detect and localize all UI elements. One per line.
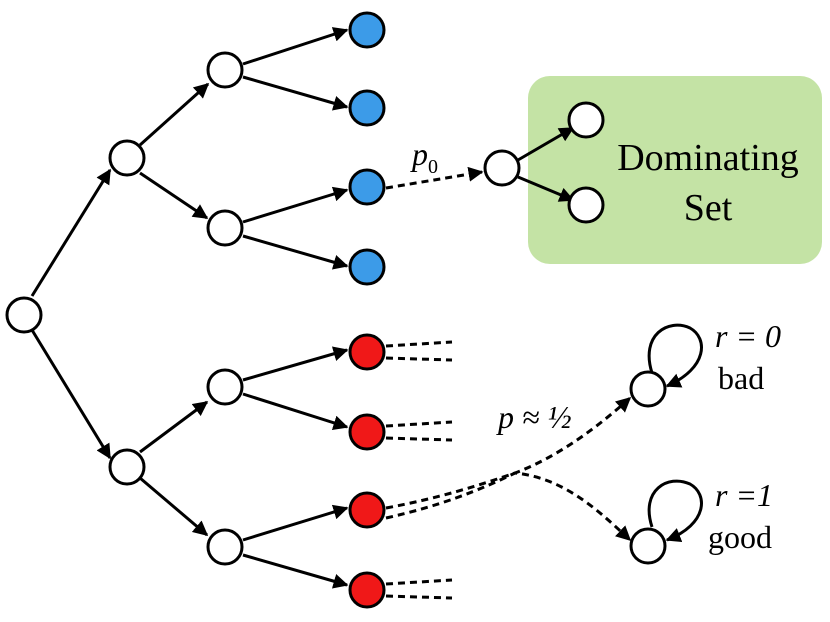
- dominating-set-label-line1: Dominating: [617, 137, 799, 179]
- level1-node-top: [108, 139, 146, 177]
- r1-desc: good: [708, 519, 772, 555]
- self-loop-bad: [647, 323, 703, 388]
- dominating-child-node: [567, 101, 605, 139]
- bad-state-node: [629, 370, 667, 408]
- blue-leaf-node: [348, 11, 386, 49]
- blue-leaf-node: [348, 168, 386, 206]
- level2-node: [206, 528, 244, 566]
- dashed-edges: [385, 166, 632, 600]
- tree-nodes: [5, 11, 667, 609]
- level2-node: [206, 209, 244, 247]
- p0-subscript: 0: [428, 156, 438, 178]
- p0-base: p: [410, 136, 428, 172]
- red-leaf-node: [348, 491, 386, 529]
- tree-edges: [30, 27, 575, 589]
- blue-leaf-node: [348, 89, 386, 127]
- level2-node: [206, 368, 244, 406]
- level2-node: [206, 51, 244, 89]
- p-half-label: p ≈ ½: [496, 399, 572, 435]
- red-leaf-node: [348, 413, 386, 451]
- r1-label: r =1: [715, 477, 773, 513]
- red-leaf-node: [348, 571, 386, 609]
- good-state-node: [629, 527, 667, 565]
- dominating-child-node: [567, 186, 605, 224]
- blue-leaf-node: [348, 248, 386, 286]
- level1-node-bottom: [108, 448, 146, 486]
- red-leaf-node: [348, 333, 386, 371]
- r0-desc: bad: [718, 360, 764, 396]
- p0-label: p0: [410, 136, 438, 178]
- dominating-parent-node: [483, 149, 521, 187]
- r0-label: r = 0: [715, 318, 781, 354]
- dominating-set-label-line2: Set: [684, 187, 733, 229]
- root-node: [5, 296, 43, 334]
- self-loop-good: [647, 479, 703, 543]
